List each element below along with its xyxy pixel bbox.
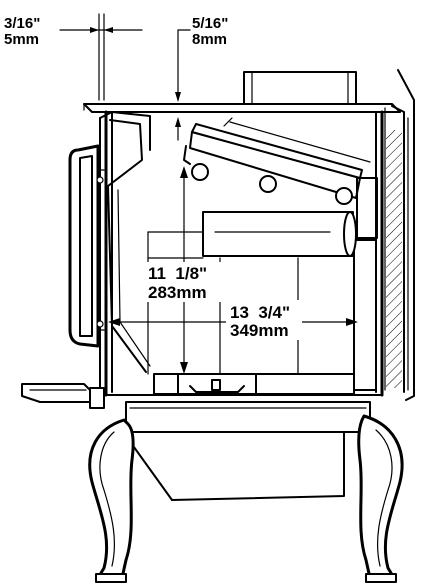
top-left-dimension-imperial: 3/16" — [4, 15, 40, 32]
ceramic-log — [202, 211, 357, 257]
top-left-dimension-metric: 5mm — [4, 31, 39, 48]
depth-dimension-metric: 349mm — [230, 321, 289, 340]
rear-firebrick — [353, 177, 378, 391]
air-tubes — [183, 145, 353, 205]
right-leg — [357, 414, 404, 583]
baffle-board — [189, 117, 371, 199]
depth-dimension-imperial: 13 3/4" — [230, 303, 290, 322]
front-door — [68, 111, 151, 393]
top-right-dimension-imperial: 5/16" — [192, 15, 228, 32]
top-right-dimension-marker — [175, 29, 191, 141]
ash-lip — [21, 383, 105, 409]
left-leg — [88, 418, 135, 583]
height-dimension-metric: 283mm — [148, 283, 207, 302]
top-left-dimension-marker — [59, 13, 143, 101]
rear-heat-shield — [384, 69, 415, 401]
height-dimension-imperial: 11 1/8" — [148, 264, 207, 283]
hearth-floor — [153, 373, 355, 395]
top-plate — [83, 103, 401, 113]
top-right-dimension-metric: 8mm — [192, 31, 227, 48]
flue-collar — [243, 71, 357, 105]
ash-pan-base — [125, 401, 371, 501]
